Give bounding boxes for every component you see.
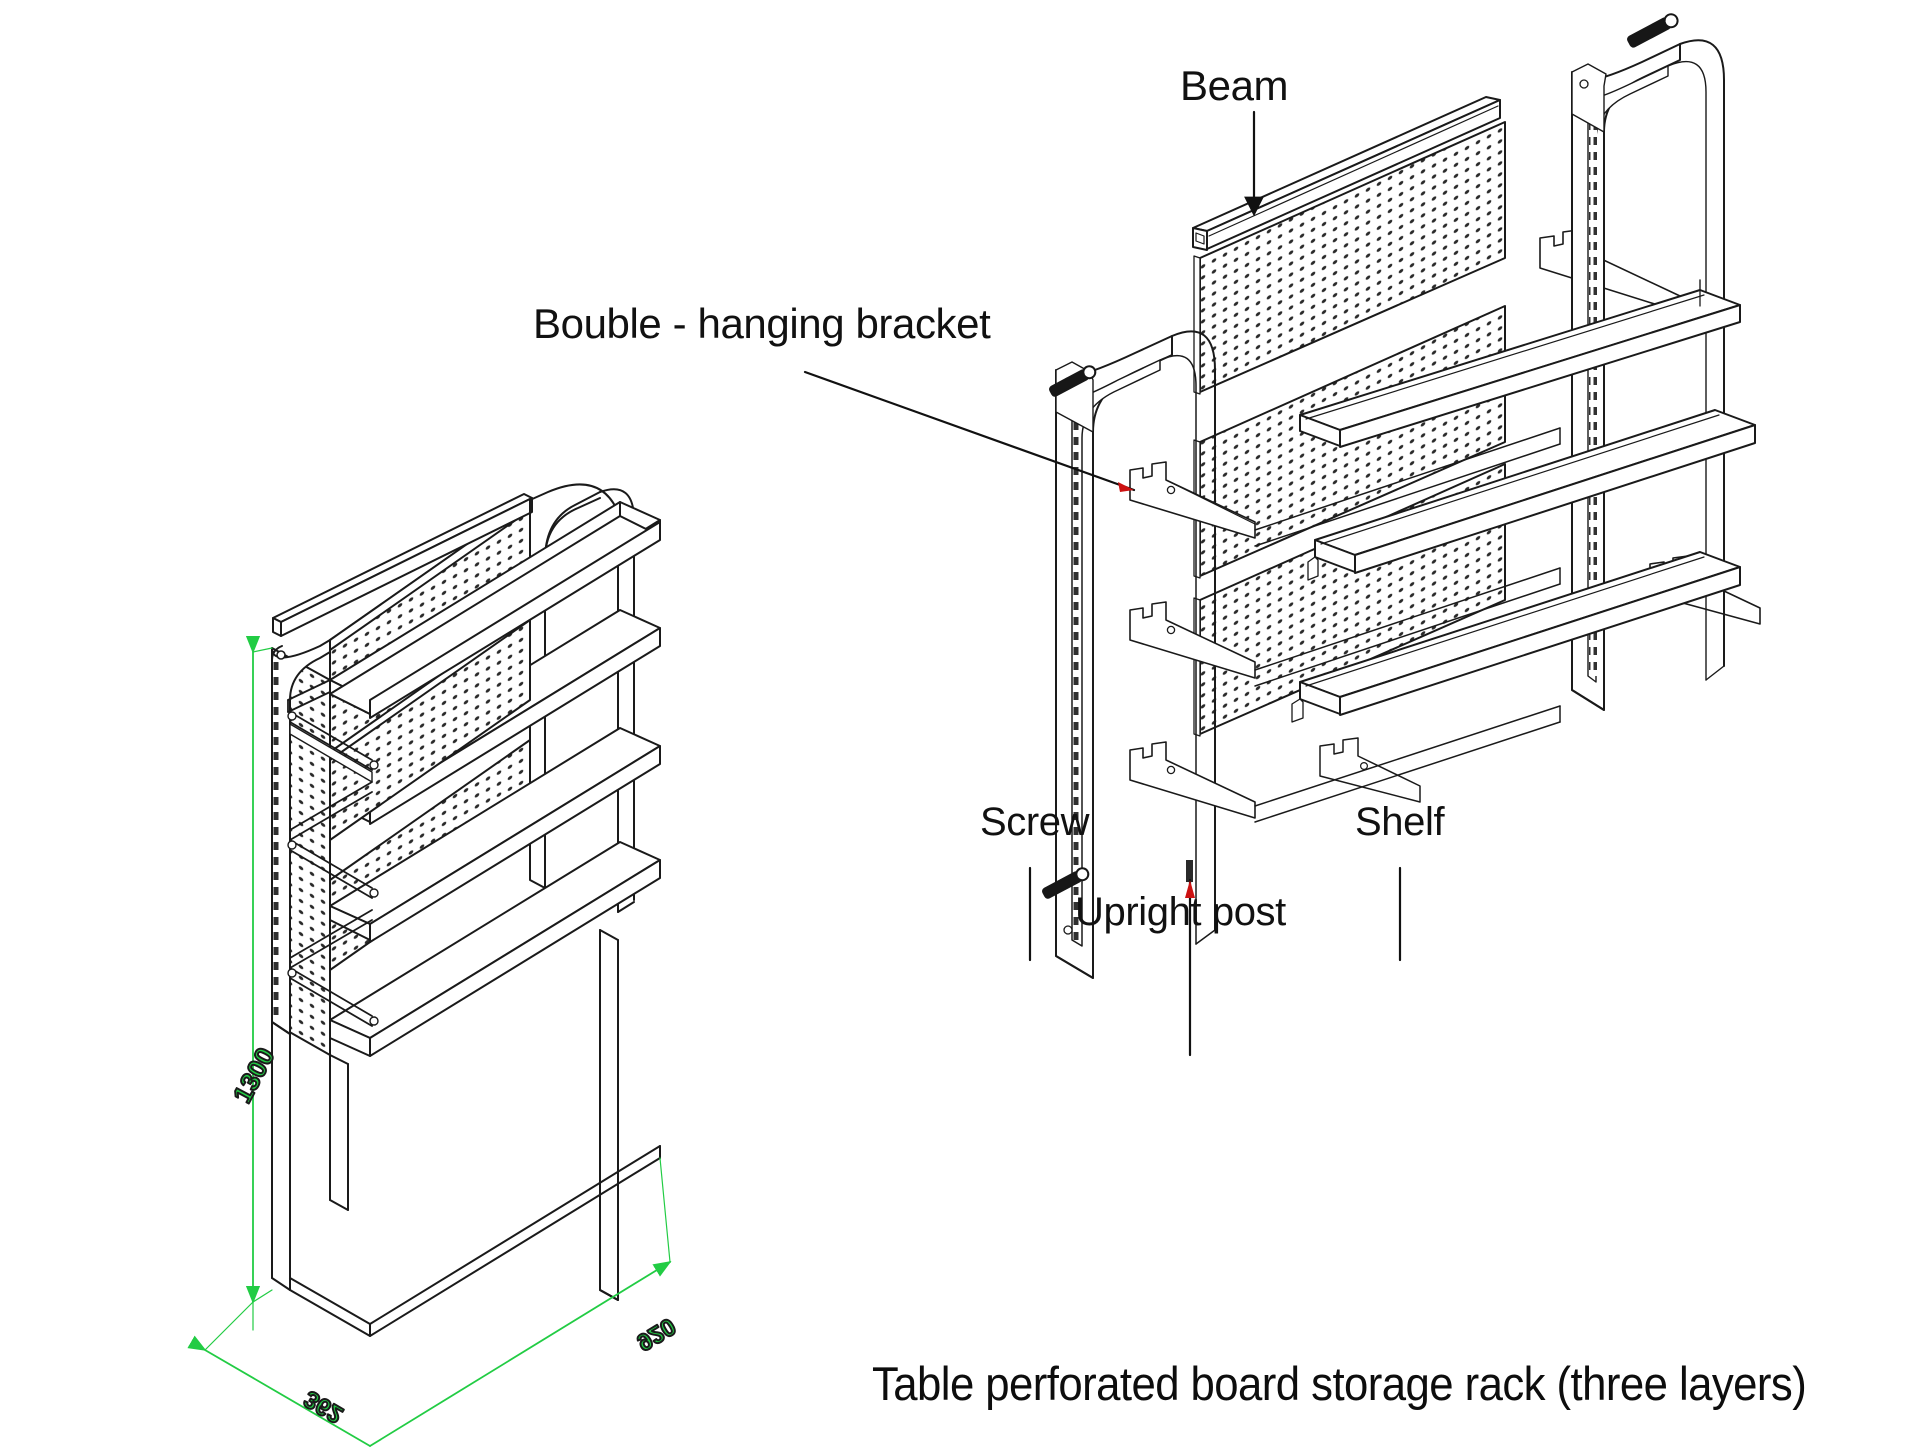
callout-double-hanging-bracket: Bouble - hanging bracket	[533, 300, 991, 347]
base-beam-front	[329, 841, 661, 1057]
dimension-width-text: 920	[632, 1312, 680, 1356]
callout-shelf: Shelf	[1355, 800, 1445, 844]
line-art: 1300 362 920	[187, 13, 1761, 1447]
upright-post-front-right	[599, 929, 619, 1301]
post-foot-front-right	[599, 1289, 619, 1301]
screw-part-bottom	[1042, 867, 1090, 899]
upright-post-front-left	[271, 639, 331, 1035]
post-foot-left	[271, 1021, 291, 1291]
drawing-title: Table perforated board storage rack (thr…	[872, 1357, 1807, 1410]
base-frame	[289, 1145, 661, 1337]
shelf-exploded-bottom	[1291, 551, 1741, 723]
dimension-label-width: 920	[631, 1311, 681, 1357]
pegboard-side-lower	[289, 723, 373, 783]
shelf-top-front-rail	[369, 521, 661, 719]
screw-part-top	[1627, 13, 1679, 48]
pegboard-back-mid-upper	[329, 619, 531, 841]
callout-beam: Beam	[1180, 62, 1289, 109]
callout-screw: Screw	[980, 800, 1090, 844]
double-hanging-bracket-6	[1319, 737, 1421, 803]
pegboard-panel-upper	[1193, 121, 1506, 395]
dimension-lines	[187, 635, 672, 1447]
assembled-rack-view	[271, 483, 661, 1337]
double-hanging-bracket-3	[1129, 741, 1256, 819]
beam-part	[1192, 96, 1501, 251]
double-hanging-bracket-2	[1129, 601, 1256, 679]
beam-top-back	[272, 493, 533, 637]
side-brace-diagonals	[289, 711, 373, 1027]
double-hanging-bracket-1	[1129, 461, 1256, 539]
screw-part-bracket	[1049, 365, 1097, 397]
dimension-label-depth: 362	[299, 1384, 349, 1429]
shelf-exploded-top	[1299, 289, 1741, 448]
shelf-bottom	[329, 727, 661, 943]
leader-bracket-path	[803, 370, 1136, 492]
dimension-depth-text: 362	[300, 1385, 348, 1428]
shelf-support-rails	[1254, 427, 1561, 823]
exploded-rack-view	[1042, 13, 1761, 979]
side-brace-joint-dots	[287, 711, 379, 1026]
callout-upright-post: Upright post	[1075, 890, 1286, 934]
shelf-exploded-middle	[1307, 409, 1756, 581]
side-brace-upper	[287, 679, 331, 713]
leader-lines	[803, 110, 1402, 1057]
post-foot-rear	[329, 1054, 349, 1211]
